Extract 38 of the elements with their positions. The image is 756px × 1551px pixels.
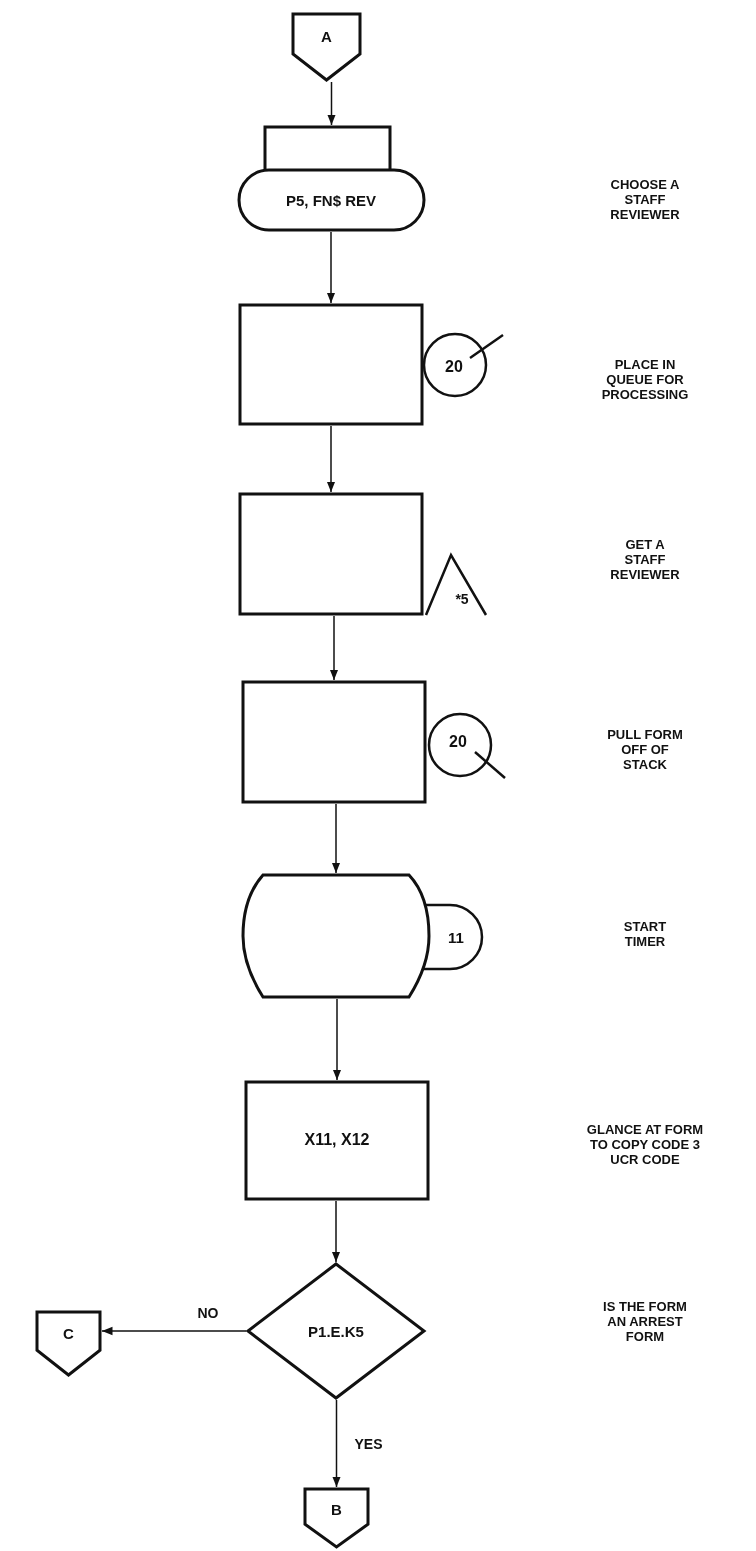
offpage-connector [303, 1487, 370, 1549]
node-label: 20 [449, 733, 467, 751]
arrow [331, 803, 341, 874]
timing-circle [428, 712, 508, 780]
step-description: IS THE FORM AN ARREST FORM [602, 1299, 688, 1345]
node-label: B [331, 1500, 342, 1518]
arrow [101, 1326, 247, 1336]
offpage-connector [291, 12, 362, 82]
terminal-stack-drawing [237, 125, 426, 232]
edge-label: NO [195, 1305, 221, 1321]
step-description: CHOOSE A STAFF REVIEWER [609, 177, 681, 223]
node-label: A [321, 27, 332, 45]
node-label: 11 [448, 928, 464, 946]
offpage-connector [35, 1310, 102, 1377]
process-box [244, 1080, 430, 1201]
step-description: PULL FORM OFF OF STACK [606, 727, 684, 773]
timing-circle [423, 330, 505, 400]
step-description: GET A STAFF REVIEWER [609, 537, 681, 583]
node-label: X11, X12 [304, 1131, 370, 1149]
node-label: C [63, 1324, 74, 1342]
arrow [332, 998, 342, 1081]
node-label: P5, FN$ REV [286, 191, 376, 209]
process-box [241, 680, 427, 804]
process-box [238, 492, 424, 616]
step-description: PLACE IN QUEUE FOR PROCESSING [600, 357, 690, 403]
node-label: 20 [445, 358, 463, 376]
arrow [326, 231, 336, 304]
step-description: GLANCE AT FORM TO COPY CODE 3 UCR CODE [585, 1122, 705, 1168]
process-box [238, 303, 424, 426]
node-label: P1.E.K5 [308, 1322, 364, 1340]
arrow [331, 1200, 341, 1263]
arrow [332, 1399, 341, 1488]
node-label: *5 [455, 591, 469, 607]
step-description: START TIMER [622, 920, 668, 950]
arrow [326, 425, 336, 493]
decision-diamond [246, 1262, 426, 1400]
arrow [329, 615, 339, 681]
arrow [327, 81, 336, 126]
